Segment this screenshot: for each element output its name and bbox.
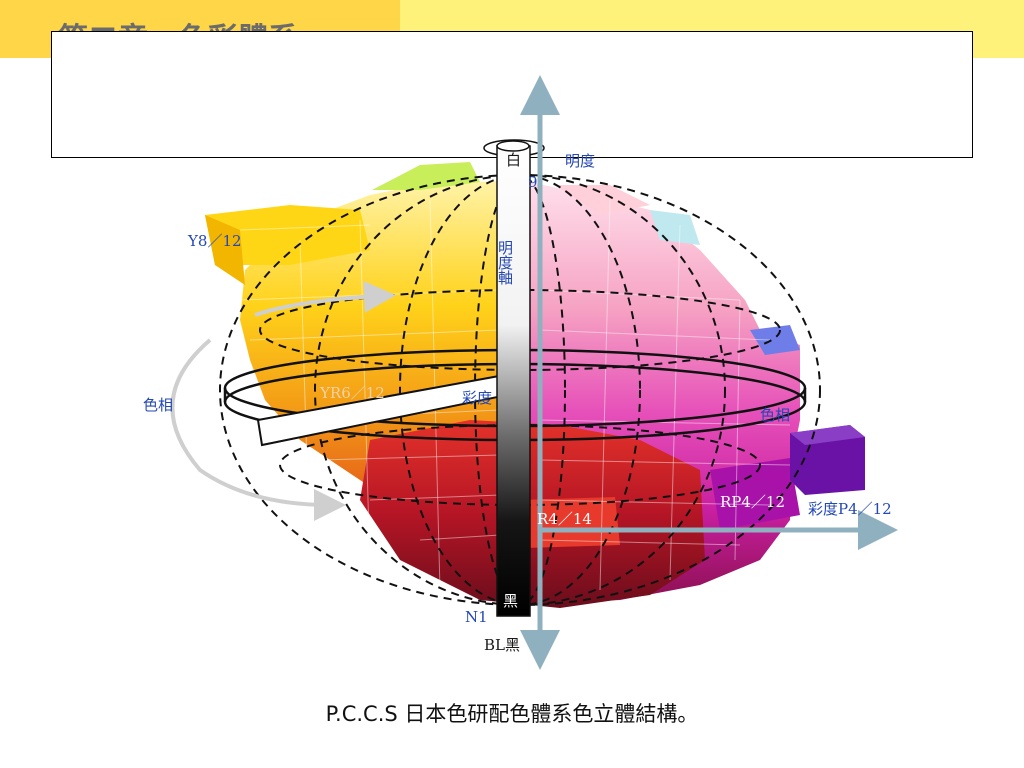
label-white: 白: [506, 151, 521, 169]
label-hue-right: 色相: [760, 406, 790, 424]
label-lightness-axis: 明度軸: [496, 240, 514, 285]
label-black: 黑: [503, 592, 518, 610]
svg-text:明度軸: 明度軸: [496, 240, 514, 285]
lightness-axis: [483, 139, 545, 617]
label-yr6-12: YR6／12: [319, 384, 385, 402]
color-body: [205, 162, 865, 608]
label-n1: N1: [465, 608, 488, 626]
slide-caption: P.C.C.S 日本色研配色體系色立體結構。: [325, 702, 699, 726]
label-hue-left: 色相: [143, 396, 173, 414]
label-lightness: 明度: [565, 152, 595, 170]
label-rp4-12: RP4／12: [720, 493, 785, 511]
label-y8-12: Y8／12: [187, 232, 242, 250]
hue-arrows: [170, 280, 396, 521]
title-placeholder-box[interactable]: [51, 31, 973, 158]
label-chroma-p4-12: 彩度P4／12: [808, 500, 892, 518]
label-level-9: 9: [528, 173, 538, 191]
axis-arrows: [520, 75, 898, 670]
label-bl-black: BL黑: [484, 636, 520, 654]
label-chroma-center: 彩度: [462, 389, 492, 407]
label-r4-14: R4／14: [537, 510, 592, 528]
